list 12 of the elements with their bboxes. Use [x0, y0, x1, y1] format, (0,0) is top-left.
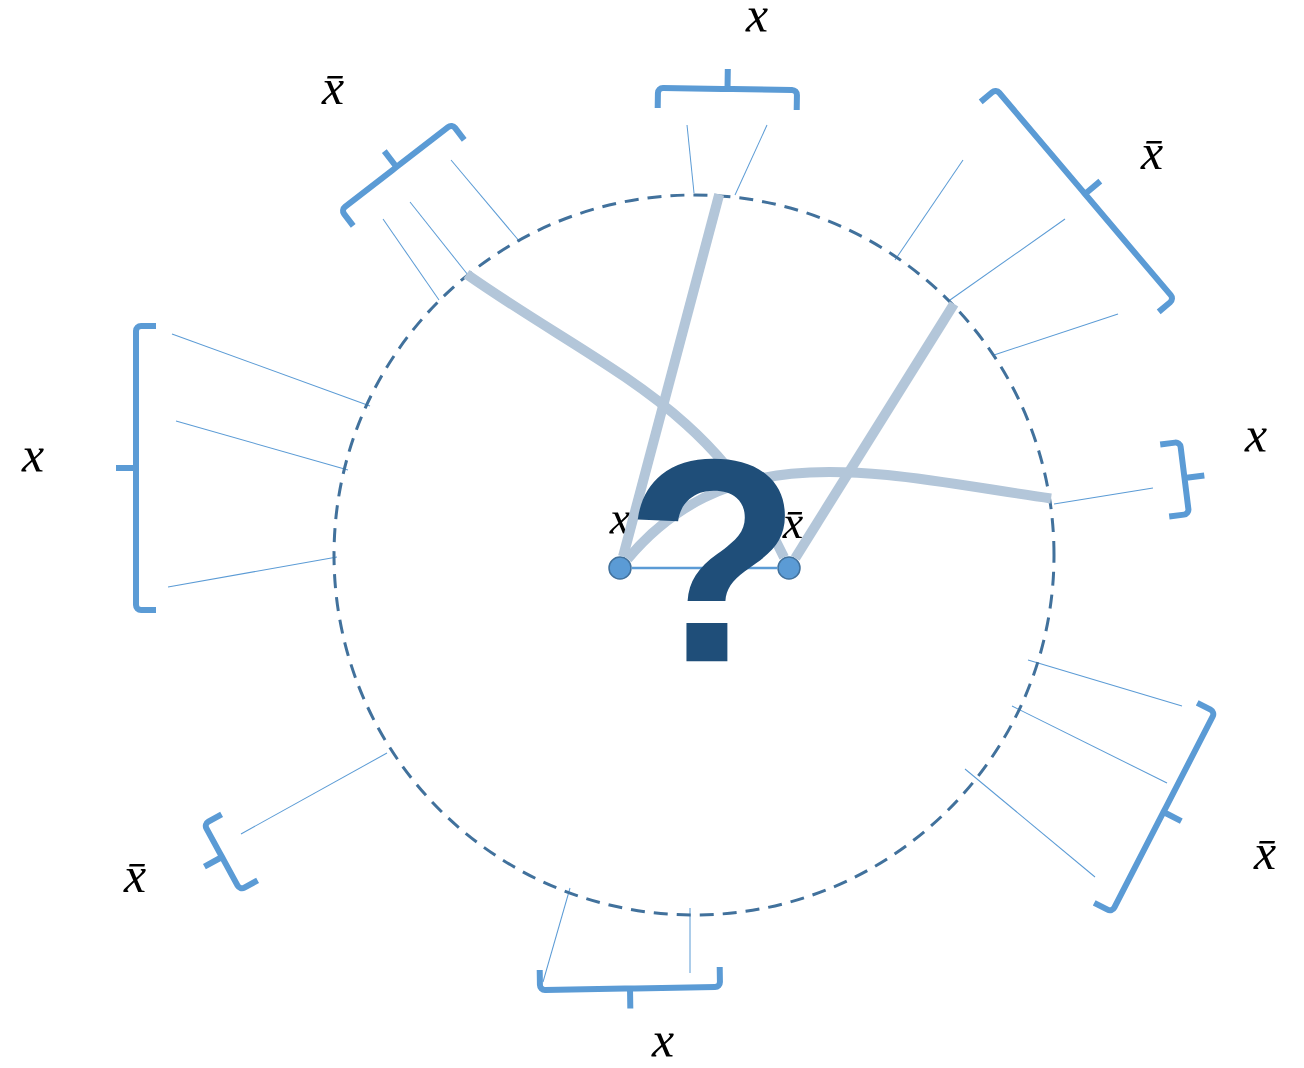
variable-label: x̄	[123, 863, 146, 893]
variable-label: x	[1244, 428, 1267, 452]
connector-line	[791, 301, 959, 561]
variable-label: x	[21, 448, 44, 472]
variable-label: x	[651, 1033, 674, 1057]
dashed-circle	[332, 193, 1056, 917]
node-dot	[608, 556, 632, 580]
variable-label: x̄	[1140, 140, 1163, 170]
connector-line	[618, 193, 725, 558]
variable-label: x̄	[321, 75, 344, 105]
variable-label: x̄	[1253, 840, 1276, 870]
variable-label: x	[745, 8, 768, 32]
